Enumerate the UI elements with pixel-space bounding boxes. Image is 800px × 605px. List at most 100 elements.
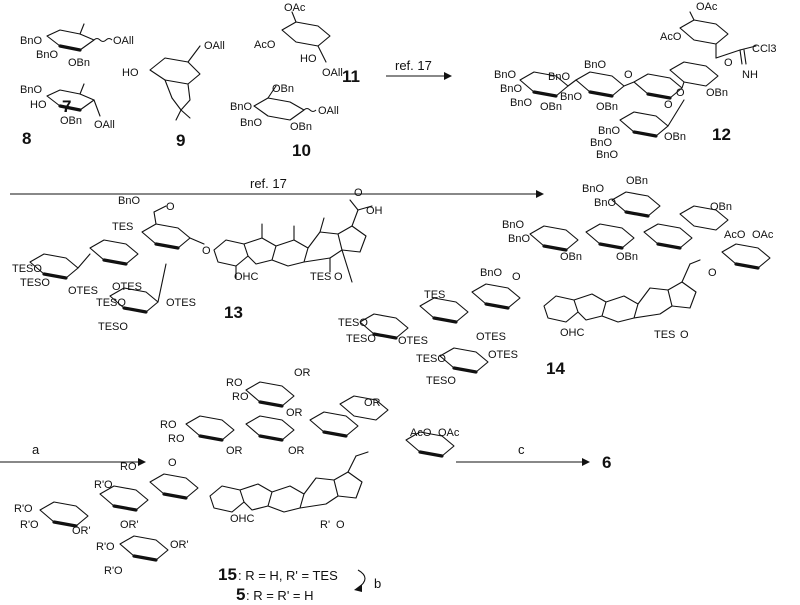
reaction-arrow-c: c [456,442,590,466]
c12-label: O [676,87,685,99]
c14-label: BnO [508,233,530,245]
c14-label: OBn [626,175,648,187]
c15-label: OR' [72,525,91,537]
c12-label: OBn [540,101,562,113]
c8-label: BnO [20,84,42,96]
compound-9: HO OAll 9 [122,40,225,150]
compound-6-number: 6 [602,453,611,472]
c12-label: BnO [584,59,606,71]
c13-label: OHC [234,271,259,283]
c15-label: OR [288,445,305,457]
c12-label: OAc [696,1,718,13]
c14-label: OAc [752,229,774,241]
compound-11: OAc AcO HO OAll 11 [254,2,360,86]
c10-label: BnO [230,101,252,113]
c15-label: RO [168,433,185,445]
c12-label: O [624,69,633,81]
c12-label: BnO [548,71,570,83]
c15-label: OR [364,397,381,409]
compound-5-number: 5 [236,585,245,604]
c15-label: RO [226,377,243,389]
reagent-c: c [518,442,525,457]
c14-label: TES [654,329,675,341]
c11-label: OAc [284,2,306,14]
c13-label: TESO [20,277,50,289]
c15-label: R'O [96,541,115,553]
c9-label: HO [122,67,139,79]
c12-label: BnO [560,91,582,103]
c12-label: BnO [494,69,516,81]
reaction-arrow-2: ref. 17 [10,176,544,198]
compound-10-number: 10 [292,141,311,160]
c14-label: OBn [710,201,732,213]
c14-label: TESO [338,317,368,329]
c13-label: OTES [68,285,98,297]
c10-label: OBn [272,83,294,95]
c9-label: OAll [204,40,225,52]
c15-label: OHC [230,513,255,525]
compound-8-number: 8 [22,129,31,148]
compound-13: BnO O OH O TES O TESO TESO OTES OTES TES… [12,187,383,333]
c13-label: OTES [112,281,142,293]
c11-label: AcO [254,39,276,51]
c13-label: TESO [96,297,126,309]
c13-label: O [202,245,211,257]
c15-label: O [336,519,345,531]
c12-label: BnO [500,83,522,95]
c15-label: O [168,457,177,469]
c15-label: OR' [170,539,189,551]
c12-label: AcO [660,31,682,43]
c11-label: HO [300,53,317,65]
c12-label: OBn [664,131,686,143]
c12-label: CCl3 [752,43,776,55]
compound-15-desc: : R = H, R' = TES [238,568,338,583]
c8-label: OAll [94,119,115,131]
c14-label: O [680,329,689,341]
c15-label: RO [160,419,177,431]
c14-label: TESO [416,353,446,365]
c7-label: BnO [36,49,58,61]
compound-14: OBn BnO BnO BnO BnO OBn OBn OBn AcO OAc … [338,175,774,387]
c13-label: TES [310,271,331,283]
compound-11-number: 11 [342,67,360,86]
c10-label: BnO [240,117,262,129]
c14-label: BnO [594,197,616,209]
compound-6: 6 [602,453,611,472]
compound-10: OBn BnO BnO OBn OAll 10 [230,83,339,160]
compound-15: OR RO RO RO RO OR OR OR OR AcO OAc RO O … [14,367,460,577]
c14-label: OBn [616,251,638,263]
reagent-b: b [374,576,381,591]
c7-label: OBn [68,57,90,69]
c14-label: O [708,267,717,279]
c12-label: O [664,99,673,111]
c14-label: OBn [560,251,582,263]
c12-label: BnO [590,137,612,149]
c12-label: OBn [706,87,728,99]
compound-5-caption: 5 : R = R' = H [236,585,314,604]
c15-label: RO [120,461,137,473]
reagent-step1: ref. 17 [395,58,432,73]
reaction-arrow-1: ref. 17 [386,58,452,80]
c13-label: O [334,271,343,283]
compound-5-desc: : R = R' = H [246,588,314,603]
c12-label: BnO [596,149,618,161]
c14-label: TESO [346,333,376,345]
c13-label: OTES [166,297,196,309]
c15-label: OAc [438,427,460,439]
c12-label: BnO [510,97,532,109]
c14-label: OHC [560,327,585,339]
c13-label: TES [112,221,133,233]
compound-14-number: 14 [546,359,565,378]
c15-label: R' [320,519,330,531]
c8-label: HO [30,99,47,111]
c14-label: TES [424,289,445,301]
c15-label: AcO [410,427,432,439]
reaction-arrow-a: a [0,442,146,466]
c13-label: OH [366,205,383,217]
c14-label: OTES [488,349,518,361]
c14-label: BnO [502,219,524,231]
c15-label: OR' [120,519,139,531]
c13-label: TESO [12,263,42,275]
c12-label: O [724,57,733,69]
c15-label: OR [286,407,303,419]
